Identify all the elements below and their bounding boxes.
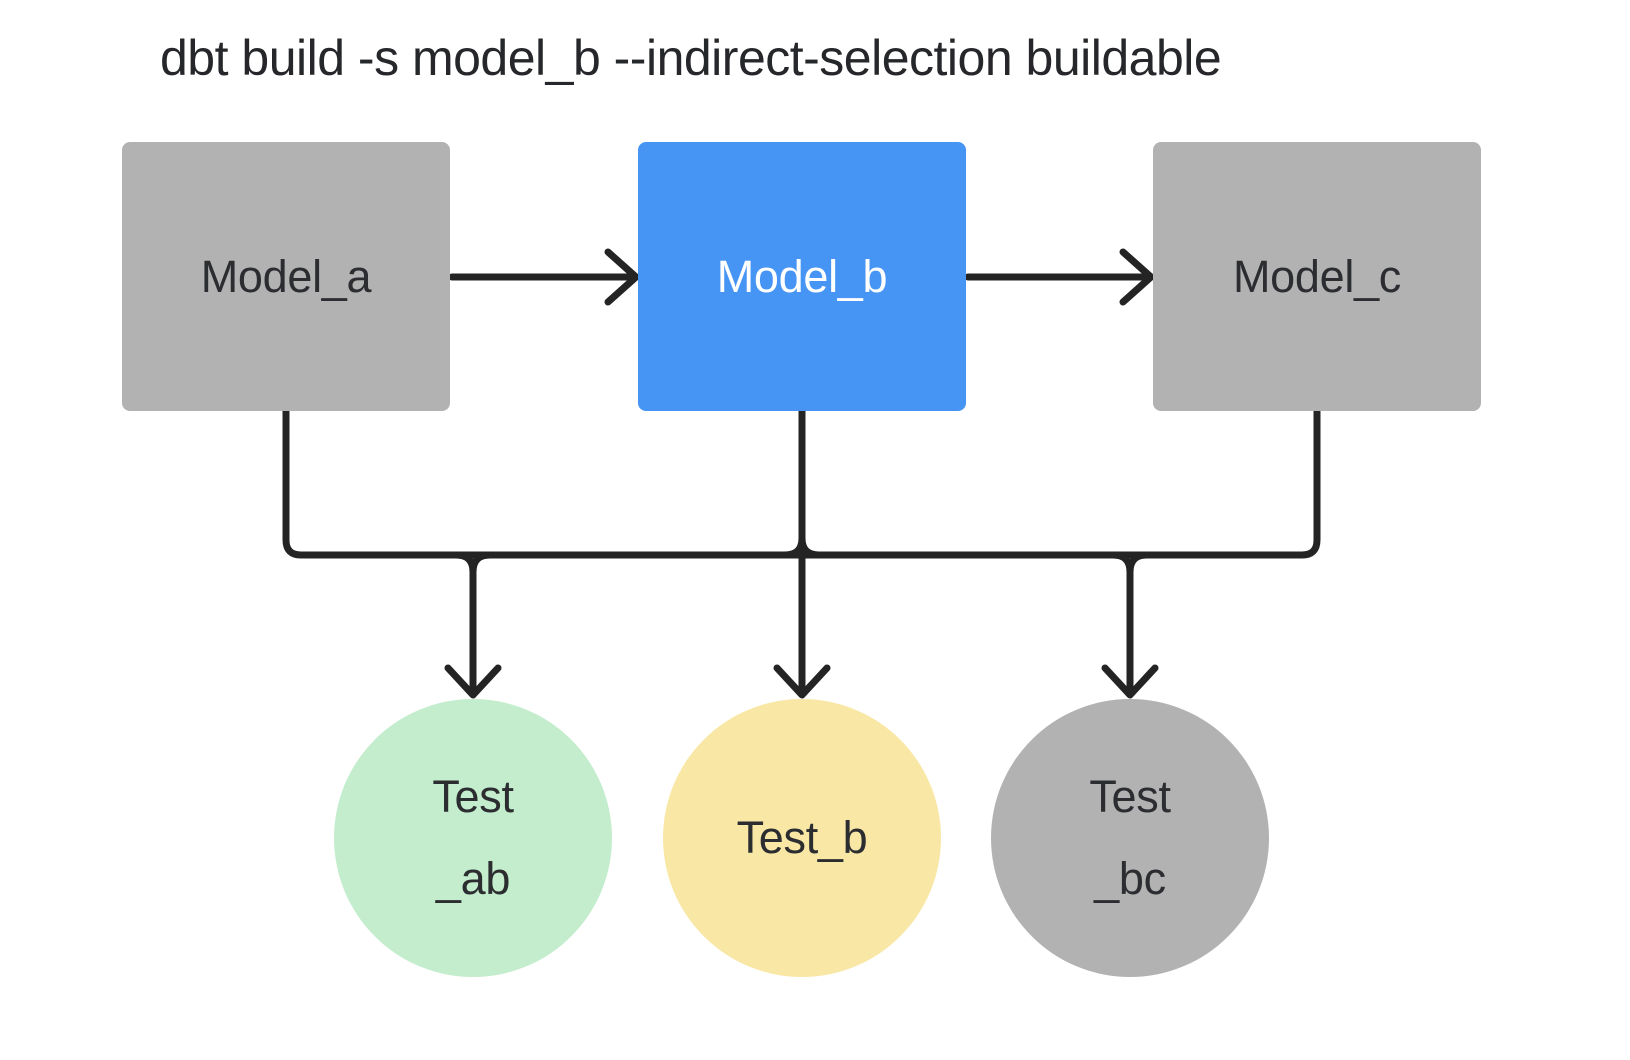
test-ab-label-line1: Test [432,771,514,822]
test-ab-node: Test _ab [334,699,612,977]
arrow-model-a-to-model-b [448,248,640,306]
model-c-node: Model_c [1153,142,1481,411]
test-b-label: Test_b [736,812,868,863]
test-b-node: Test_b [663,699,941,977]
arrow-to-test-bc [1101,551,1159,699]
test-ab-label-line2: _ab [435,853,511,904]
arrow-to-test-b [773,407,831,699]
arrow-to-test-ab [444,551,502,699]
model-a-label: Model_a [200,250,372,302]
arrow-model-b-to-model-c [964,248,1155,306]
model-b-node: Model_b [638,142,966,411]
diagram-title: dbt build -s model_b --indirect-selectio… [160,30,1222,86]
test-bc-label-line2: _bc [1094,853,1166,904]
connector-bus [282,407,1321,559]
model-b-label: Model_b [716,250,888,302]
test-bc-node: Test _bc [991,699,1269,977]
model-c-label: Model_c [1233,250,1401,302]
model-a-node: Model_a [122,142,450,411]
test-bc-label-line1: Test [1089,771,1171,822]
